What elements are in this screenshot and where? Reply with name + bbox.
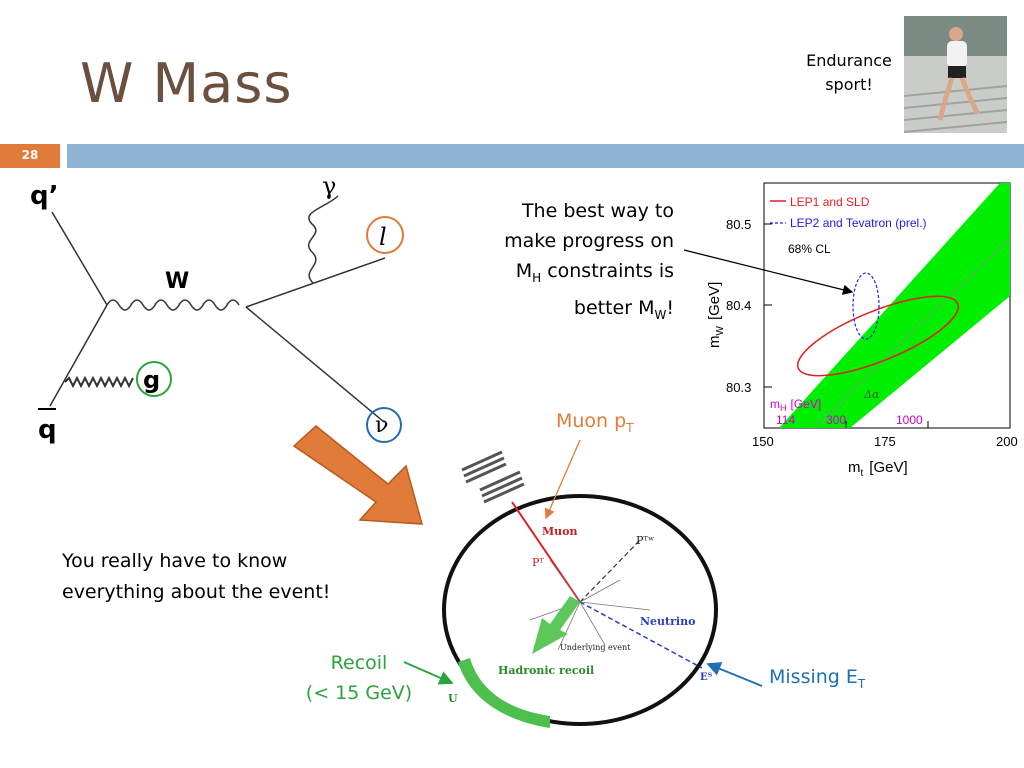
ytick-80.4: 80.4 [726, 298, 751, 313]
det-et-label: Eᵀ [700, 672, 713, 683]
lep1-sld-ellipse [796, 295, 960, 377]
know-line-2: everything about the event! [62, 581, 331, 603]
mw-mt-plot: LEP1 and SLD LEP2 and Tevatron (prel.) 6… [706, 182, 1018, 479]
det-underlying-label: Underlying event [560, 643, 631, 652]
incoming-antiquark-line [49, 304, 108, 407]
know-everything-text: You really have to know everything about… [62, 546, 392, 608]
gluon-line [64, 375, 134, 389]
ytick-80.3: 80.3 [726, 380, 751, 395]
missing-et-label: Missing ET [769, 666, 866, 691]
big-arrow [292, 425, 424, 525]
callout-line-3: MH constraints is [515, 260, 674, 285]
mh-label: mH[GeV] [770, 397, 821, 413]
y-axis-label: mW[GeV] [706, 282, 726, 348]
xtick-150: 150 [752, 434, 774, 449]
legend2-label: LEP2 and Tevatron (prel.) [790, 216, 927, 230]
mh-1000: 1000 [896, 413, 923, 427]
recoil-label: Recoil (< 15 GeV) [290, 648, 428, 708]
ytick-80.5: 80.5 [726, 217, 751, 232]
know-line-1: You really have to know [62, 550, 288, 572]
det-ptw-label: Pᵀʷ [636, 534, 654, 547]
endurance-caption: Endurance sport! [806, 51, 892, 94]
callout-text: The best way to make progress on MH cons… [470, 196, 674, 330]
det-muon-label: Muon [542, 525, 578, 538]
incoming-quark-line [51, 211, 108, 306]
quark-prime-label: q’ [30, 181, 59, 211]
feynman-diagram: q’ q W γ l g ν [30, 172, 404, 445]
cl-label: 68% CL [788, 242, 831, 256]
w-propagator [106, 299, 240, 311]
detector-event-display: Muon Pᵀ Pᵀʷ Neutrino Underlying event Ha… [442, 450, 718, 728]
xtick-200: 200 [996, 434, 1018, 449]
hadronic-recoil-arrow [532, 596, 580, 654]
lepton-label: l [379, 223, 387, 251]
gluon-circle [136, 361, 172, 397]
ptw-vector [579, 539, 641, 603]
mh-114: 114 [776, 413, 795, 427]
recoil-line-2: (< 15 GeV) [305, 682, 413, 704]
lepton-line [245, 257, 386, 308]
callout-line-1: The best way to [521, 200, 674, 222]
w-boson-label: W [165, 269, 189, 294]
legend1-label: LEP1 and SLD [790, 195, 870, 209]
neutrino-line [245, 306, 385, 423]
gluon-label: g [143, 366, 160, 394]
lepton-circle [366, 216, 404, 254]
slide-title: W Mass [80, 52, 293, 115]
lep2-tevatron-ellipse [852, 272, 880, 340]
x-axis-label: mt[GeV] [848, 459, 908, 479]
photon-line [308, 195, 339, 284]
underlying-event-tracks [529, 559, 651, 651]
runner-photo [904, 16, 1007, 133]
photon-label: γ [322, 172, 336, 200]
det-hadronic-label: Hadronic recoil [498, 664, 594, 677]
page-number: 28 [0, 144, 60, 168]
neutrino-circle [366, 407, 402, 443]
det-neutrino-label: Neutrino [640, 615, 695, 628]
recoil-region [458, 658, 550, 728]
xtick-175: 175 [874, 434, 896, 449]
muon-track [511, 501, 581, 603]
mh-300: 300 [826, 413, 846, 427]
callout-line-4: better MW! [573, 296, 674, 322]
recoil-line-1: Recoil [330, 652, 388, 674]
callout-line-2: make progress on [504, 230, 674, 252]
antiquark-label: q [38, 415, 57, 445]
band-centerline [813, 237, 1011, 429]
delta-alpha-label: Δα [863, 388, 880, 401]
y-tick-marks [764, 223, 929, 428]
header-bar [67, 144, 1024, 168]
neutrino-label: ν [375, 413, 388, 438]
neutrino-track [579, 601, 703, 669]
det-u-label: U [448, 692, 458, 705]
muon-chamber-icon [461, 450, 525, 504]
mh-band [779, 183, 1010, 428]
det-pt-label: Pᵀ [532, 556, 544, 569]
muon-pt-label: Muon pT [556, 410, 634, 435]
